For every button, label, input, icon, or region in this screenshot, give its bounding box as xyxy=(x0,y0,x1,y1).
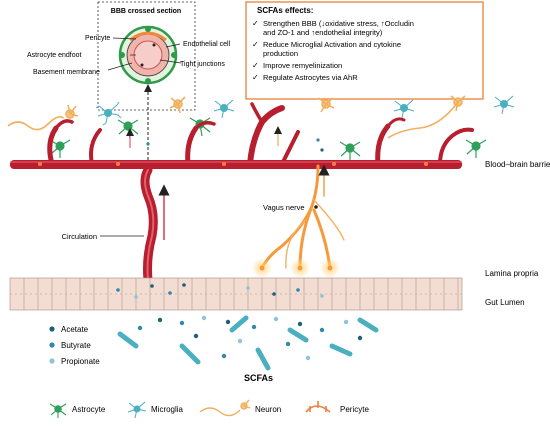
scfa-dots-brain xyxy=(146,138,324,152)
scfa-legend: Acetate Butyrate Propionate SCFAs xyxy=(49,325,273,383)
astrocyte-icon xyxy=(49,403,67,418)
microglia-cell xyxy=(95,101,122,126)
propionate-swatch xyxy=(49,358,55,364)
circulation-label: Circulation xyxy=(62,232,97,241)
butyrate-swatch xyxy=(49,342,55,348)
pericyte-legend-label: Pericyte xyxy=(340,405,369,414)
astrocyte-legend-label: Astrocyte xyxy=(72,405,106,414)
scfas-caption: SCFAs xyxy=(244,373,273,383)
effects-check-4: ✓ xyxy=(252,73,259,82)
effects-item-1b: and ZO-1 and ↑endothelial integrity) xyxy=(263,28,383,37)
vagus-nerve-label: Vagus nerve xyxy=(263,203,305,212)
microglia-cell xyxy=(393,99,415,119)
astrocyte-cell xyxy=(339,141,361,160)
circulation-vessel xyxy=(140,165,170,285)
effects-check-1: ✓ xyxy=(252,19,259,28)
effects-box-border xyxy=(245,1,484,100)
astrocyte-cell xyxy=(117,119,139,139)
effects-item-3: Improve remyelinization xyxy=(263,61,342,70)
neuron-icon xyxy=(199,399,251,417)
propionate-label: Propionate xyxy=(61,357,100,366)
endothelial-cell-label: Endothelial cell xyxy=(183,41,231,48)
pericyte-label: Pericyte xyxy=(85,35,110,42)
scfa-effects-box: SCFAs effects: ✓ Strengthen BBB (↓oxidat… xyxy=(245,1,484,100)
acetate-swatch xyxy=(49,326,55,332)
gut-bacteria xyxy=(117,315,379,371)
neuron-cell xyxy=(169,96,186,114)
scfa-dots-gut xyxy=(116,283,363,361)
microglia-cell xyxy=(493,95,515,115)
neuron-cell xyxy=(318,97,335,113)
neuron-legend-label: Neuron xyxy=(255,405,281,414)
astrocyte-cell xyxy=(465,139,487,158)
neuron-cell xyxy=(387,95,466,139)
microglia-cell xyxy=(213,99,235,119)
lamina-propria-label: Lamina propria xyxy=(485,269,539,278)
microglia-legend-label: Microglia xyxy=(151,405,184,414)
bbb-section-title: BBB crossed section xyxy=(111,8,181,15)
astrocyte-cell xyxy=(49,139,71,158)
gut-lumen-label: Gut Lumen xyxy=(485,298,525,307)
basement-membrane-label: Basement membrane xyxy=(33,69,100,76)
microglia-icon xyxy=(127,401,147,419)
vagus-leader-dot xyxy=(314,205,318,209)
bbb-crossed-section: BBB crossed section Pericyte Astrocyte e… xyxy=(27,1,231,170)
pericyte-icon xyxy=(305,401,331,413)
bbb-label: Blood–brain barrier xyxy=(485,160,550,169)
effects-item-2b: production xyxy=(263,49,298,58)
effects-check-3: ✓ xyxy=(252,61,259,70)
effects-check-2: ✓ xyxy=(252,40,259,49)
butyrate-label: Butyrate xyxy=(61,341,91,350)
vessel-cross-section xyxy=(118,25,178,85)
effects-item-1a: Strengthen BBB (↓oxidative stress, ↑Occl… xyxy=(263,19,414,28)
astrocyte-endfoot-label: Astrocyte endfoot xyxy=(27,52,82,59)
blood-brain-barrier-vessel xyxy=(10,160,462,169)
gut-epithelium xyxy=(9,277,463,311)
vagus-nerve xyxy=(252,164,345,278)
blood-vessel-branches xyxy=(47,102,474,167)
acetate-label: Acetate xyxy=(61,325,89,334)
effects-item-2a: Reduce Microglial Activation and cytokin… xyxy=(263,40,401,49)
effects-item-4: Regulate Astrocytes via AhR xyxy=(263,73,358,82)
neuron-cell xyxy=(7,104,79,131)
tight-junctions-label: Tight junctions xyxy=(180,61,225,68)
cell-legend: Astrocyte Microglia Neuron Pericyte xyxy=(49,399,369,419)
effects-title: SCFAs effects: xyxy=(257,6,313,15)
